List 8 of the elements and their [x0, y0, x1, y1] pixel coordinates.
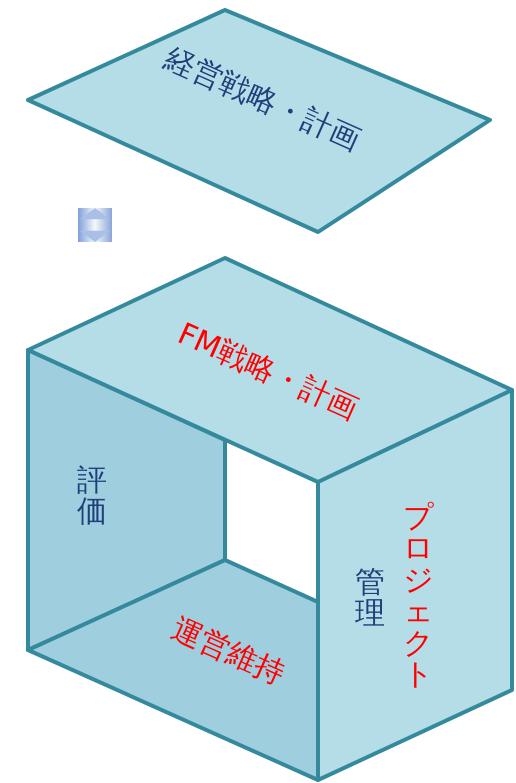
face-label: 管理: [355, 566, 385, 630]
face-label: プロジェクト: [403, 502, 433, 690]
double-arrow: [78, 208, 112, 242]
face-label: FM戦略・計画: [174, 319, 362, 425]
face-label: 運営維持: [167, 614, 289, 690]
plane-label: 経営戦略・計画: [160, 44, 364, 156]
face-label: 評価: [77, 464, 107, 528]
plane-shape: [26, 8, 492, 234]
